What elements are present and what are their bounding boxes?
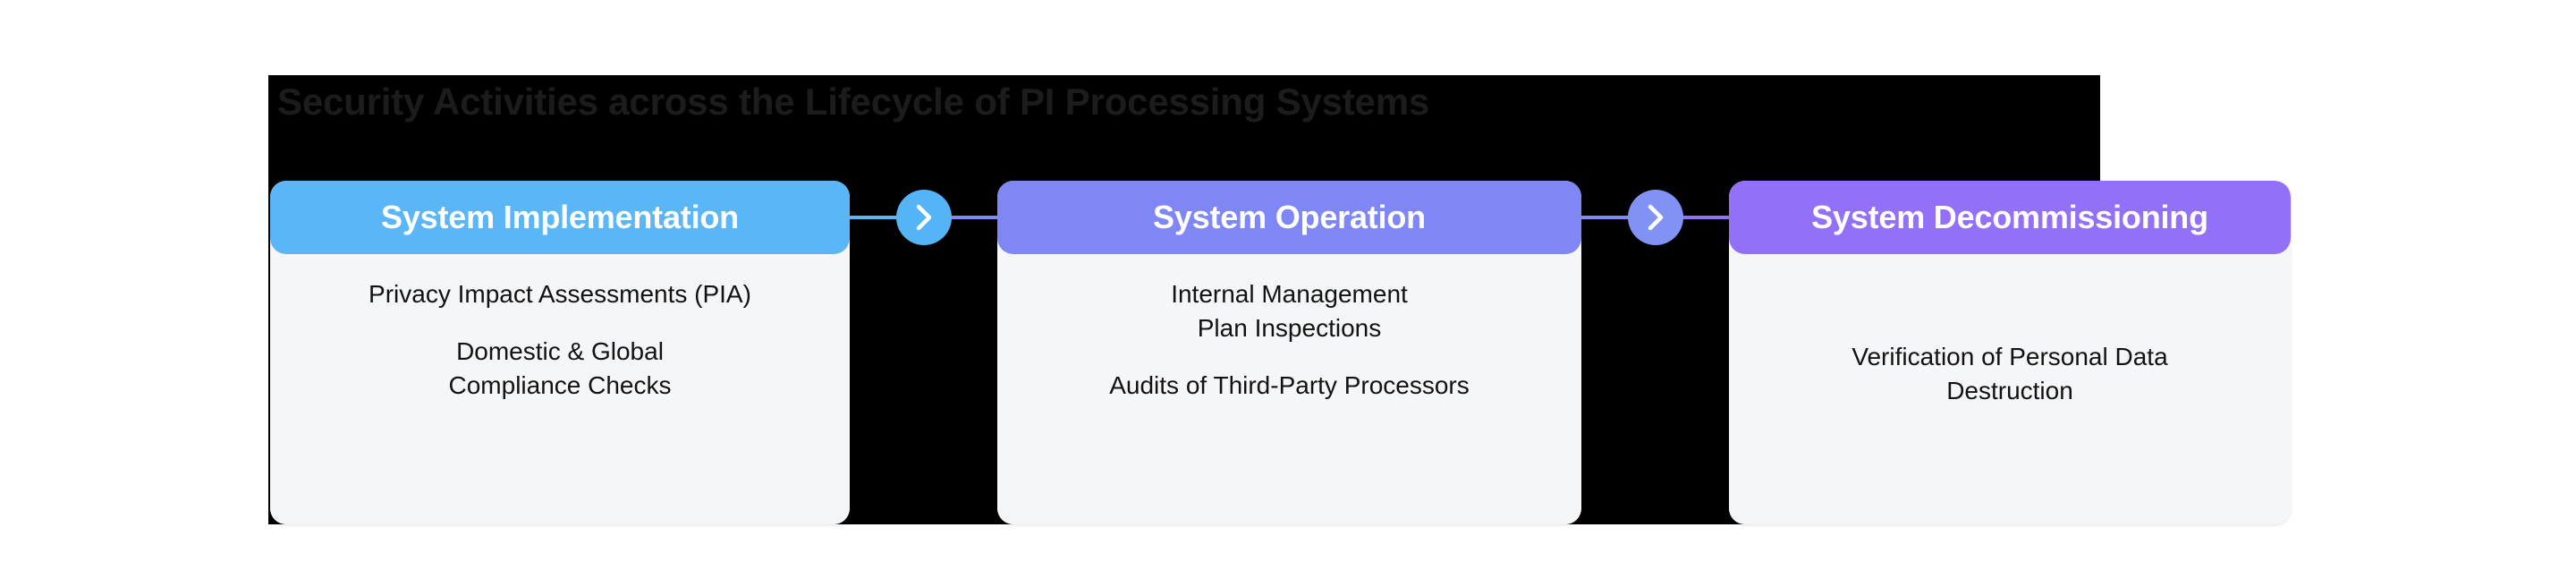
activity-item: Internal Management Plan Inspections <box>1171 277 1408 345</box>
stage-body-system-decommissioning: Verification of Personal Data Destructio… <box>1729 254 2291 524</box>
activity-line: Plan Inspections <box>1197 314 1382 342</box>
chevron-right-icon[interactable] <box>895 190 952 245</box>
activity-line: Verification of Personal Data <box>1852 343 2168 370</box>
stage-card-system-operation[interactable]: System Operation Internal Management Pla… <box>997 181 1581 524</box>
stage-header-system-implementation: System Implementation <box>270 181 850 254</box>
activity-item: Privacy Impact Assessments (PIA) <box>369 277 751 311</box>
activity-line: Audits of Third-Party Processors <box>1109 371 1470 399</box>
activity-line: Privacy Impact Assessments (PIA) <box>369 280 751 308</box>
activity-item: Domestic & Global Compliance Checks <box>449 335 672 403</box>
stage-body-system-implementation: Privacy Impact Assessments (PIA) Domesti… <box>270 254 850 524</box>
activity-line: Domestic & Global <box>456 337 664 365</box>
stage-connector-1 <box>850 181 997 254</box>
activity-line: Destruction <box>1946 377 2073 404</box>
stage-body-system-operation: Internal Management Plan Inspections Aud… <box>997 254 1581 524</box>
activity-item: Verification of Personal Data Destructio… <box>1852 340 2167 408</box>
activity-item: Audits of Third-Party Processors <box>1109 369 1470 403</box>
stage-card-system-implementation[interactable]: System Implementation Privacy Impact Ass… <box>270 181 850 524</box>
stage-card-system-decommissioning[interactable]: System Decommissioning Verification of P… <box>1729 181 2291 524</box>
stage-header-system-decommissioning: System Decommissioning <box>1729 181 2291 254</box>
page-title: Security Activities across the Lifecycle… <box>277 81 1430 123</box>
activity-line: Internal Management <box>1171 280 1408 308</box>
stage-header-system-operation: System Operation <box>997 181 1581 254</box>
stage-connector-2 <box>1581 181 1729 254</box>
activity-line: Compliance Checks <box>448 371 672 399</box>
chevron-right-icon[interactable] <box>1627 190 1683 245</box>
lifecycle-flow: System Implementation Privacy Impact Ass… <box>270 181 2318 524</box>
